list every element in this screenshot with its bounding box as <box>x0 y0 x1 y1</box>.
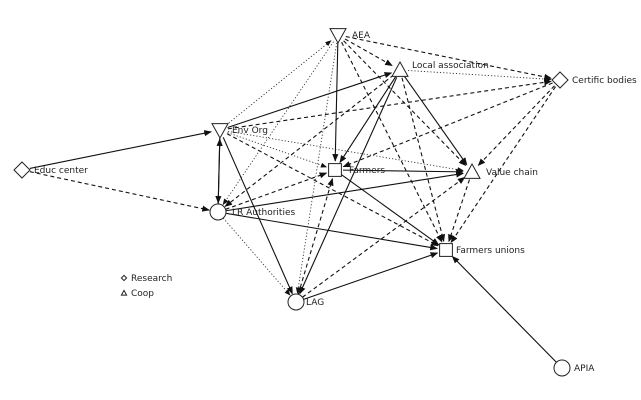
edge-aea-to-unions <box>341 41 443 243</box>
node-local[interactable]: Local association <box>391 60 489 77</box>
edge-local-to-lr <box>224 74 395 207</box>
edge-aea-to-farmers <box>332 42 339 162</box>
square-icon <box>328 163 342 177</box>
edge-env-to-lag <box>222 137 293 295</box>
edge-local-to-lag <box>299 77 398 295</box>
node-label-env: Env Org <box>232 126 268 136</box>
node-label-certific: Certific bodies <box>572 76 637 86</box>
diamond-icon <box>551 71 569 89</box>
circle-icon <box>209 203 227 221</box>
edge-env-to-local <box>227 72 393 128</box>
node-certific[interactable]: Certific bodies <box>551 71 637 89</box>
node-apia[interactable]: APIA <box>553 359 595 377</box>
node-label-farmers: Farmers <box>349 166 385 176</box>
triangle-down-icon <box>211 123 229 140</box>
legend-label: Research <box>131 274 172 284</box>
node-label-value: Value chain <box>486 168 538 178</box>
triangle-down-icon <box>329 28 347 45</box>
node-farmers[interactable]: Farmers <box>328 163 386 177</box>
triangle-up-icon <box>391 60 409 77</box>
edge-local-to-farmers <box>339 76 397 164</box>
node-label-educ: Educ center <box>34 166 88 176</box>
edge-farmers-to-value <box>342 168 464 175</box>
diamond-icon <box>13 161 31 179</box>
legend-item-research: Research <box>120 274 172 284</box>
edge-local-to-unions <box>401 77 446 243</box>
edge-certific-to-farmers <box>342 82 553 168</box>
edges-layer <box>29 36 557 363</box>
edge-certific-to-value <box>477 85 555 167</box>
triangle-up-icon <box>120 289 128 296</box>
edge-apia-to-unions <box>451 255 557 363</box>
node-unions[interactable]: Farmers unions <box>439 243 525 257</box>
edge-lag-to-value <box>302 176 466 298</box>
edge-local-to-value <box>404 76 468 166</box>
edge-lr-to-lag <box>222 217 291 296</box>
node-value[interactable]: Value chain <box>463 162 538 179</box>
legend-label: Coop <box>131 289 154 299</box>
node-label-apia: APIA <box>574 364 595 374</box>
node-label-lag: LAG <box>306 298 324 308</box>
edge-educ-to-lr <box>29 171 210 212</box>
edge-aea-to-lr <box>222 41 334 206</box>
edge-lr-to-unions <box>225 212 438 251</box>
node-lag[interactable]: LAG <box>287 293 324 311</box>
node-aea[interactable]: AEA <box>329 28 371 45</box>
edge-aea-to-local <box>344 38 393 67</box>
node-label-unions: Farmers unions <box>456 246 525 256</box>
edge-env-to-certific <box>227 79 552 130</box>
node-label-local: Local association <box>412 61 489 71</box>
edge-lr-to-farmers <box>225 172 328 210</box>
node-educ[interactable]: Educ center <box>13 161 88 179</box>
edge-lr-to-value <box>225 171 464 212</box>
edge-educ-to-env <box>29 130 212 169</box>
edge-lag-to-unions <box>303 252 439 300</box>
edge-local-to-certific <box>407 70 552 82</box>
triangle-up-icon <box>463 162 481 179</box>
edge-lag-to-farmers <box>297 177 334 295</box>
edge-env-to-aea <box>225 40 332 126</box>
node-label-lr: LR Authorities <box>232 208 295 218</box>
square-icon <box>439 243 453 257</box>
edge-value-to-unions <box>448 179 470 243</box>
circle-icon <box>287 293 305 311</box>
edge-aea-to-lag <box>295 42 338 294</box>
edge-certific-to-unions <box>450 86 557 244</box>
node-env[interactable]: Env Org <box>211 123 268 140</box>
edge-env-to-unions <box>226 133 439 247</box>
node-lr[interactable]: LR Authorities <box>209 203 295 221</box>
node-label-aea: AEA <box>352 31 371 41</box>
edge-farmers-to-unions <box>341 174 440 246</box>
edge-lr-to-env <box>216 138 223 205</box>
edge-env-to-value <box>227 130 464 173</box>
edge-aea-to-value <box>343 40 467 167</box>
legend-item-coop: Coop <box>120 289 154 299</box>
edge-env-to-farmers <box>227 132 328 168</box>
diamond-icon <box>120 274 128 282</box>
circle-icon <box>553 359 571 377</box>
